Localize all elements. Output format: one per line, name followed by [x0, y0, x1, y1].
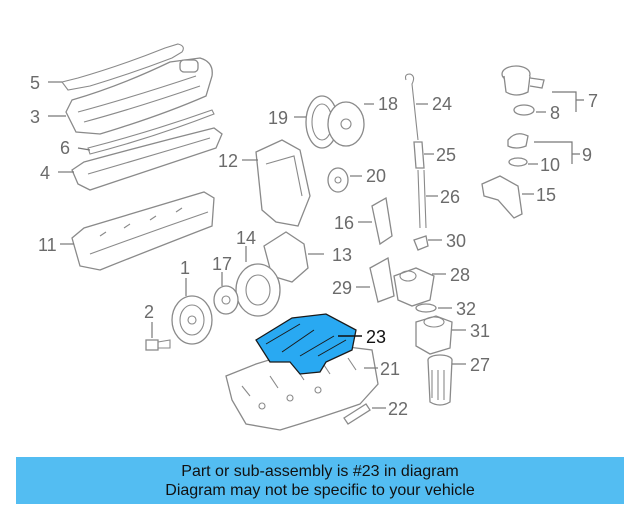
label-16: 16	[334, 213, 354, 233]
part-9-cap	[507, 133, 580, 164]
part-21-oil-pan	[225, 345, 379, 431]
part-10-seal	[508, 157, 538, 167]
part-31-housing	[415, 315, 466, 355]
label-15: 15	[536, 185, 556, 205]
label-27: 27	[470, 355, 490, 375]
part-26-tube	[417, 169, 438, 229]
label-18: 18	[378, 94, 398, 114]
part-15-cover	[481, 175, 534, 219]
label-25: 25	[436, 145, 456, 165]
part-3-valve-cover	[48, 57, 213, 135]
part-7-oil-filler-cap	[501, 65, 584, 112]
part-28-oil-filter-adapter	[393, 267, 446, 307]
label-17: 17	[212, 254, 232, 274]
part-4-gasket-frame	[58, 127, 223, 191]
label-2: 2	[144, 302, 154, 322]
label-8: 8	[550, 103, 560, 123]
part-29-bracket	[356, 256, 395, 303]
label-3: 3	[30, 107, 40, 127]
part-27-oil-filter	[427, 354, 466, 406]
label-19: 19	[268, 108, 288, 128]
part-30-sensor	[413, 235, 442, 251]
label-24: 24	[432, 94, 452, 114]
label-28: 28	[450, 265, 470, 285]
label-13: 13	[332, 245, 352, 265]
label-21: 21	[380, 359, 400, 379]
part-8-seal	[513, 104, 546, 116]
label-6: 6	[60, 138, 70, 158]
label-32: 32	[456, 299, 476, 319]
part-18-camshaft-sprocket	[327, 101, 374, 147]
label-14: 14	[236, 228, 256, 248]
label-30: 30	[446, 231, 466, 251]
label-9: 9	[582, 145, 592, 165]
part-24-dipstick	[404, 73, 428, 141]
part-11-cylinder-head	[60, 191, 215, 271]
label-20: 20	[366, 166, 386, 186]
part-32-o-ring	[415, 303, 452, 313]
label-23: 23	[366, 327, 386, 347]
part-12-timing-cover	[242, 139, 311, 227]
label-4: 4	[40, 163, 50, 183]
part-25-dipstick-tube	[413, 141, 434, 169]
part-23-windage-tray	[255, 313, 362, 375]
label-26: 26	[440, 187, 460, 207]
label-11: 11	[38, 235, 57, 255]
part-5-gasket	[48, 43, 184, 91]
label-1: 1	[180, 258, 190, 278]
label-31: 31	[470, 321, 490, 341]
label-29: 29	[332, 278, 352, 298]
part-1-crankshaft-pulley	[171, 278, 213, 345]
caption-line-1: Part or sub-assembly is #23 in diagram	[181, 463, 459, 480]
label-5: 5	[30, 73, 40, 93]
label-12: 12	[218, 151, 238, 171]
label-22: 22	[388, 399, 408, 419]
part-20-crankshaft-sprocket	[327, 167, 362, 193]
part-2-bolt	[145, 322, 171, 351]
caption-line-2: Diagram may not be specific to your vehi…	[165, 482, 475, 499]
part-17-hub	[213, 272, 239, 315]
caption-banner: Part or sub-assembly is #23 in diagram D…	[16, 457, 624, 504]
part-16-bracket	[358, 196, 393, 246]
part-6-gasket	[77, 109, 215, 155]
part-14-seal-plate	[235, 246, 281, 317]
label-10: 10	[540, 155, 560, 175]
part-22-sealant-tube	[343, 403, 386, 425]
label-7: 7	[588, 91, 598, 111]
